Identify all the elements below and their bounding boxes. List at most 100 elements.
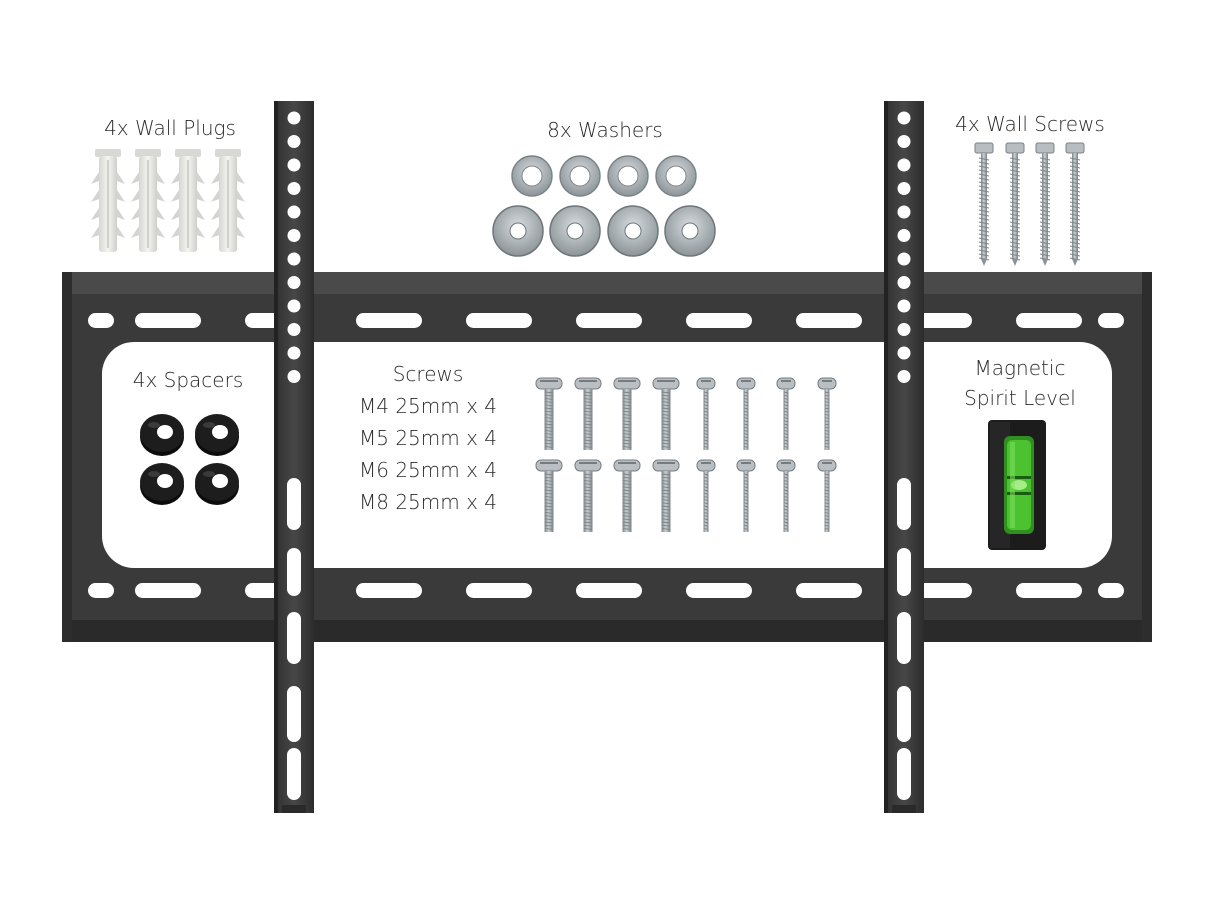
machine-screw — [776, 459, 796, 532]
arm-slot — [897, 686, 911, 742]
wall-plugs — [91, 149, 245, 252]
washer-large — [607, 205, 659, 257]
washer-large — [492, 205, 544, 257]
plate-slot — [135, 583, 201, 598]
arm-hole — [897, 252, 911, 266]
arm-hole — [287, 135, 301, 148]
plate-slot — [88, 313, 114, 328]
washers — [492, 155, 716, 257]
arm-hole — [287, 252, 301, 266]
vertical-arm-left — [274, 101, 314, 813]
arm-slot — [897, 612, 911, 664]
arm-hole — [287, 299, 301, 313]
plate-slot — [356, 583, 422, 598]
machine-screw — [817, 377, 837, 450]
washer-large — [664, 205, 716, 257]
machine-screw — [652, 459, 680, 532]
arm-slot — [897, 748, 911, 800]
washer-small — [511, 155, 553, 197]
plate-cutout — [102, 342, 1112, 568]
magnetic-spirit-level — [988, 420, 1046, 550]
plate-slot — [1098, 583, 1124, 598]
screw-size-m5: M5 25mm x 4 — [358, 426, 498, 450]
spacer — [140, 414, 184, 456]
arm-hole — [897, 158, 911, 172]
plate-slot — [1016, 583, 1082, 598]
machine-screw — [736, 377, 756, 450]
wall-screw — [1005, 142, 1025, 266]
wall-screw — [1035, 142, 1055, 266]
machine-screw — [652, 377, 680, 450]
machine-screws — [535, 377, 837, 532]
wall-screws-label: 4x Wall Screws — [955, 112, 1105, 136]
plate-slot — [135, 313, 201, 328]
arm-hole — [287, 111, 301, 125]
washer-small — [559, 155, 601, 197]
arm-slot — [287, 478, 301, 530]
washer-small — [607, 155, 649, 197]
spacer — [195, 463, 239, 505]
spacer — [140, 463, 184, 505]
plate-slot — [466, 313, 532, 328]
wall-plug — [211, 149, 245, 252]
wall-screw — [1065, 142, 1085, 266]
arm-hole — [287, 229, 301, 242]
machine-screw — [574, 377, 602, 450]
plate-slot — [466, 583, 532, 598]
screws-title: Screws — [392, 362, 464, 386]
spacer — [195, 414, 239, 456]
arm-hole — [897, 323, 911, 336]
machine-screw — [696, 459, 716, 532]
plate-slot — [686, 583, 752, 598]
arm-hole — [287, 276, 301, 289]
wall-plug — [171, 149, 205, 252]
spirit-level-label-line2: Spirit Level — [964, 386, 1076, 410]
wall-screw — [974, 142, 994, 266]
plate-slot — [796, 583, 862, 598]
plate-slot — [686, 313, 752, 328]
screw-size-m6: M6 25mm x 4 — [358, 458, 498, 482]
arm-slot — [287, 748, 301, 800]
arm-hole — [897, 205, 911, 219]
arm-slot — [287, 612, 301, 664]
wall-screws — [974, 142, 1085, 266]
arm-hole — [897, 370, 911, 383]
arm-hole — [897, 299, 911, 313]
plate-slot — [88, 583, 114, 598]
machine-screw — [535, 459, 563, 532]
arm-hole — [287, 370, 301, 383]
plate-slot — [1016, 313, 1082, 328]
plate-slot — [576, 583, 642, 598]
arm-hole — [897, 182, 911, 195]
screw-size-m8: M8 25mm x 4 — [358, 490, 498, 514]
wall-plug — [91, 149, 125, 252]
arm-hole — [897, 229, 911, 242]
arm-hole — [897, 276, 911, 289]
arm-hole — [287, 205, 301, 219]
machine-screw — [613, 459, 641, 532]
machine-screw — [613, 377, 641, 450]
arm-slot — [897, 548, 911, 596]
spacers — [140, 414, 239, 505]
arm-hole — [287, 182, 301, 195]
spacers-label: 4x Spacers — [132, 368, 244, 392]
plate-slot — [1098, 313, 1124, 328]
arm-hole — [287, 346, 301, 360]
arm-slot — [287, 686, 301, 742]
wall-plug — [131, 149, 165, 252]
machine-screw — [535, 377, 563, 450]
washer-large — [549, 205, 601, 257]
plate-slot — [796, 313, 862, 328]
screw-size-m4: M4 25mm x 4 — [358, 394, 498, 418]
wall-plate — [62, 272, 1152, 642]
arm-slot — [897, 478, 911, 530]
machine-screw — [736, 459, 756, 532]
machine-screw — [817, 459, 837, 532]
arm-hole — [897, 111, 911, 125]
machine-screw — [696, 377, 716, 450]
plate-slot — [576, 313, 642, 328]
plate-slot — [356, 313, 422, 328]
arm-hole — [287, 323, 301, 336]
arm-hole — [287, 158, 301, 172]
